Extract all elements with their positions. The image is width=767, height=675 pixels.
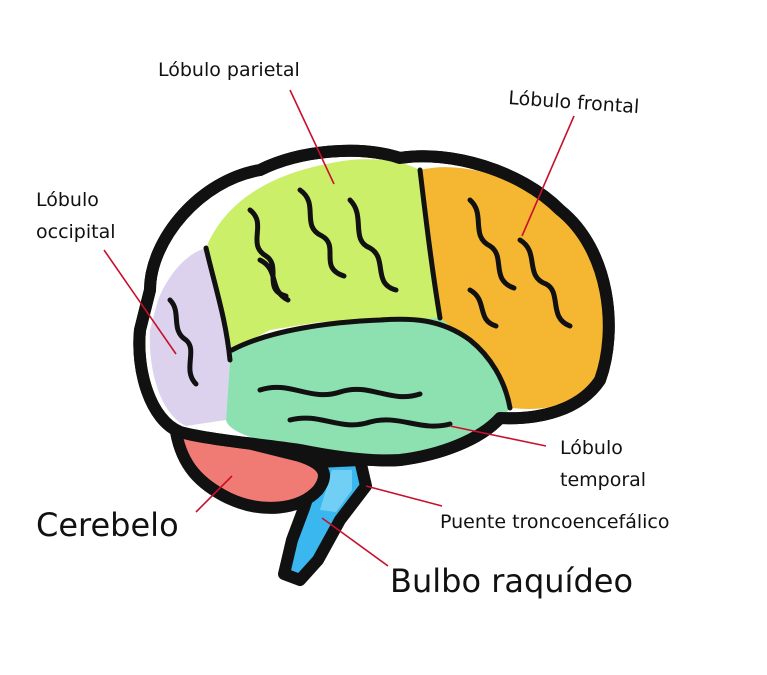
label-parietal: Lóbulo parietal — [158, 59, 300, 81]
brainstem-shade — [320, 470, 352, 512]
label-temporal-line1: Lóbulo — [560, 437, 623, 459]
label-occipital-line1: Lóbulo — [36, 189, 99, 211]
label-frontal: Lóbulo frontal — [508, 87, 640, 118]
temporal-lobe — [226, 318, 510, 457]
leader-cerebellum — [195, 475, 233, 513]
lobe-boundaries — [203, 167, 513, 411]
occipital-lobe — [149, 248, 230, 426]
leader-pons — [365, 485, 443, 507]
leader-occipital — [103, 249, 177, 355]
label-medulla: Bulbo raquídeo — [390, 562, 633, 600]
gyri-folds — [167, 187, 573, 429]
leader-frontal — [521, 115, 575, 237]
label-occipital-line2: occipital — [36, 221, 116, 243]
leader-temporal — [449, 425, 547, 447]
label-pons: Puente troncoencefálico — [440, 511, 669, 533]
cerebrum-border — [133, 144, 615, 467]
label-cerebellum: Cerebelo — [36, 506, 179, 544]
leader-medulla — [321, 517, 389, 567]
leader-parietal — [289, 89, 335, 185]
parietal-lobe — [206, 159, 440, 350]
label-temporal-line2: temporal — [560, 469, 646, 491]
